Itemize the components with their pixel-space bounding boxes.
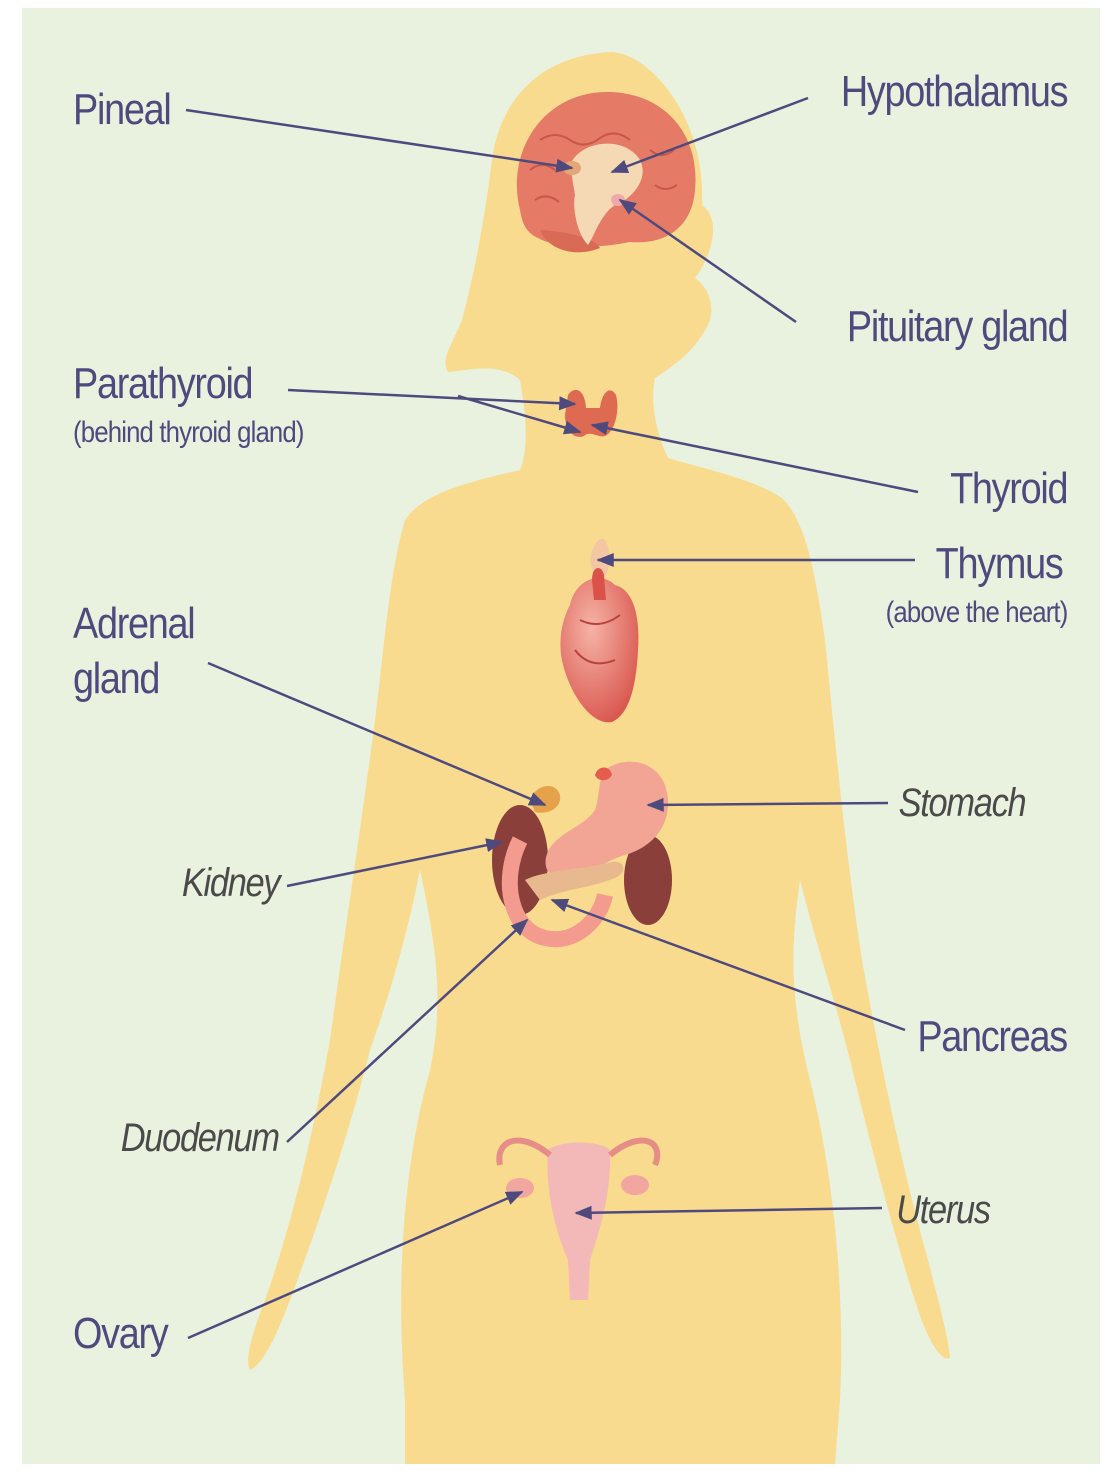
pituitary-gland-shape	[611, 194, 625, 206]
label-stomach: Stomach	[898, 783, 1025, 823]
label-adrenal-line2: gland	[73, 657, 159, 701]
ovary-left-shape	[506, 1178, 534, 1198]
label-thymus-note: (above the heart)	[885, 598, 1067, 628]
label-hypothalamus: Hypothalamus	[841, 70, 1067, 114]
label-parathyroid-note: (behind thyroid gland)	[73, 418, 304, 448]
label-duodenum: Duodenum	[121, 1118, 279, 1158]
label-pancreas: Pancreas	[917, 1015, 1067, 1059]
label-ovary: Ovary	[73, 1312, 167, 1356]
label-adrenal-line1: Adrenal	[73, 602, 194, 646]
ovary-right-shape	[621, 1175, 649, 1195]
label-parathyroid: Parathyroid	[73, 362, 252, 406]
label-thyroid: Thyroid	[950, 467, 1067, 511]
label-kidney: Kidney	[182, 863, 279, 903]
label-pineal: Pineal	[73, 88, 170, 132]
label-thymus: Thymus	[935, 542, 1062, 586]
label-pituitary-gland: Pituitary gland	[847, 305, 1067, 349]
label-uterus: Uterus	[896, 1190, 990, 1230]
body-silhouette	[248, 52, 950, 1464]
